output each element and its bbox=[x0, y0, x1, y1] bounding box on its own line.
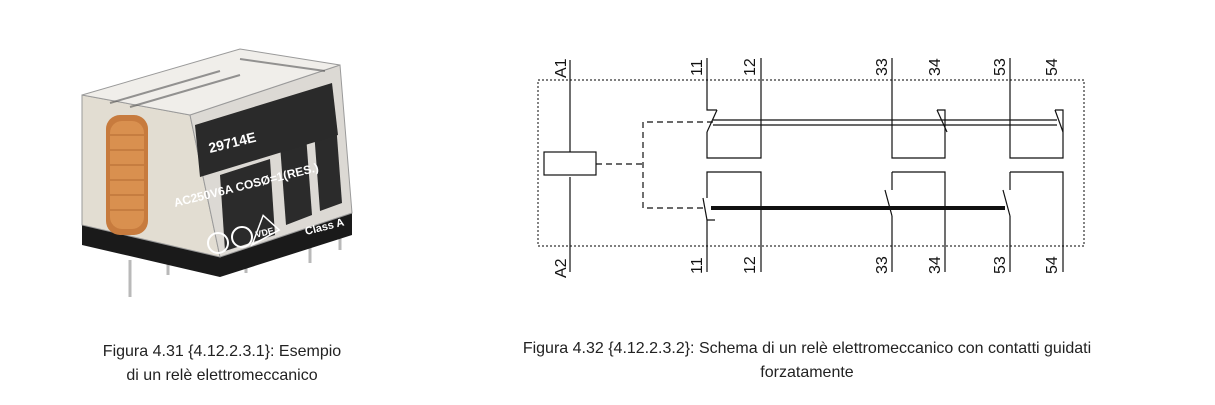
relay-illustration: 29714E AC250V6A COSØ=1(RES.) VDE Class A bbox=[81, 48, 353, 297]
bottom-terminal-54: 54 bbox=[1044, 256, 1061, 274]
top-terminal-34: 34 bbox=[927, 58, 944, 76]
bottom-terminal-33: 33 bbox=[874, 256, 891, 274]
label-panel bbox=[195, 83, 338, 177]
figure-caption-left: Figura 4.31 {4.12.2.3.1}: Esempio di un … bbox=[70, 340, 374, 388]
ul-mark bbox=[207, 226, 253, 254]
top-terminal-53: 53 bbox=[992, 58, 1009, 76]
figure-caption-right: Figura 4.32 {4.12.2.3.2}: Schema di un r… bbox=[447, 337, 1167, 385]
coil-terminal-a2: A2 bbox=[553, 258, 570, 278]
caption-right-line2: forzatamente bbox=[760, 364, 854, 381]
top-link-bar bbox=[713, 119, 1057, 126]
coil-terminal-a1: A1 bbox=[553, 58, 570, 78]
top-terminal-11: 11 bbox=[689, 59, 706, 76]
bottom-contacts bbox=[702, 171, 1064, 272]
bottom-terminal-34: 34 bbox=[927, 256, 944, 274]
relay-enclosure bbox=[537, 79, 1085, 247]
top-terminal-54: 54 bbox=[1044, 58, 1061, 76]
top-sticker bbox=[109, 58, 326, 108]
bottom-terminal-12: 12 bbox=[742, 256, 759, 274]
bottom-terminal-53: 53 bbox=[992, 256, 1009, 274]
relay-photo: 29714E AC250V6A COSØ=1(RES.) VDE Class A bbox=[70, 35, 380, 305]
contact-blocks bbox=[220, 123, 342, 251]
relay-schematic: A1 A2 11 12 33 34 53 54 11 12 33 34 53 bbox=[535, 40, 1095, 290]
schematic-drawing: A1 A2 11 12 33 34 53 54 11 12 33 34 53 bbox=[537, 58, 1085, 278]
coil-symbol bbox=[543, 151, 597, 176]
bottom-terminal-11: 11 bbox=[689, 257, 706, 274]
caption-left-line1: Figura 4.31 {4.12.2.3.1}: Esempio bbox=[102, 343, 342, 360]
top-terminal-33: 33 bbox=[874, 58, 891, 76]
relay-housing-top bbox=[81, 48, 341, 116]
caption-right-line1: Figura 4.32 {4.12.2.3.2}: Schema di un r… bbox=[522, 340, 1092, 357]
vde-mark-text: VDE bbox=[254, 225, 274, 239]
copper-coil bbox=[106, 115, 148, 235]
vde-mark-badge: VDE bbox=[250, 214, 281, 247]
bottom-terminal-labels: 11 12 33 34 53 54 bbox=[689, 256, 1061, 274]
top-terminal-12: 12 bbox=[742, 58, 759, 76]
relay-base bbox=[82, 213, 352, 277]
mechanical-linkage bbox=[596, 121, 713, 209]
top-terminal-labels: 11 12 33 34 53 54 bbox=[689, 58, 1061, 76]
caption-left-line2: di un relè elettromeccanico bbox=[126, 367, 318, 384]
